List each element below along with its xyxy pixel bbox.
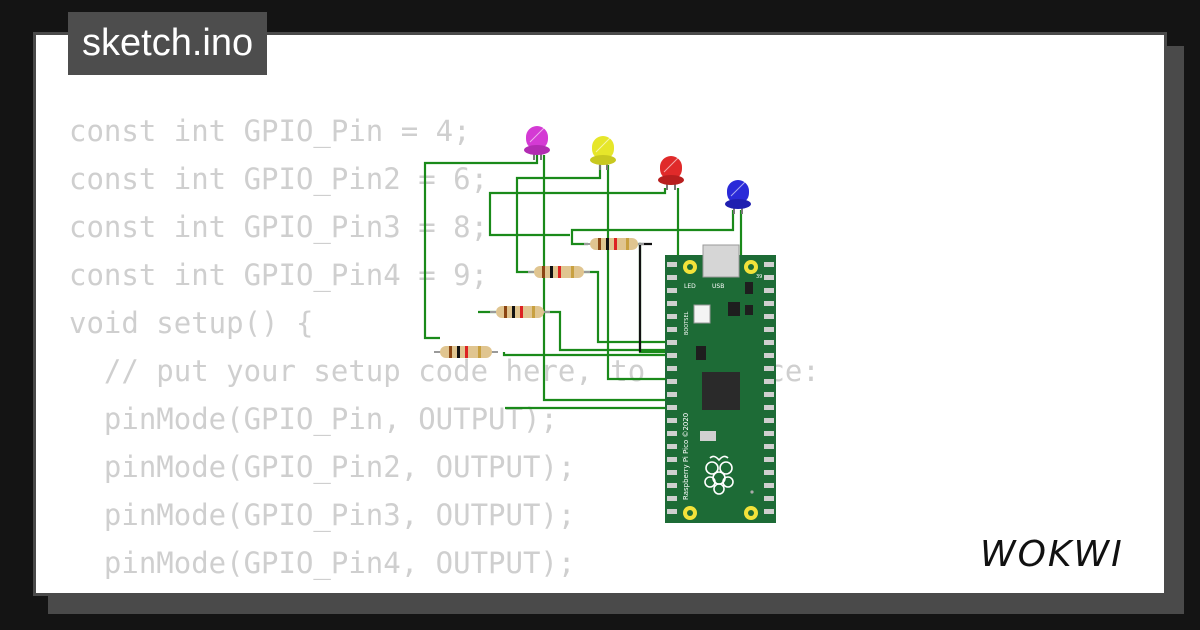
code-line: void setup() { — [69, 306, 314, 340]
wire — [502, 352, 670, 357]
wire — [632, 242, 669, 354]
resistor[interactable] — [528, 266, 590, 278]
rp2040-chip — [702, 372, 740, 410]
code-line: pinMode(GPIO_Pin4, OUTPUT); — [69, 546, 576, 580]
wokwi-logo: WOKWI — [980, 534, 1124, 574]
board-usb-label: USB — [712, 283, 724, 290]
wire — [488, 188, 667, 237]
resistor[interactable] — [490, 306, 550, 318]
led-red[interactable] — [658, 156, 684, 190]
wire — [606, 165, 669, 381]
code-line: const int GPIO_Pin = 4; — [69, 114, 471, 148]
wire — [584, 270, 669, 344]
resistor[interactable] — [584, 238, 644, 250]
code-editor: const int GPIO_Pin = 4; const int GPIO_Pi… — [69, 107, 820, 593]
bootsel-button[interactable] — [693, 304, 711, 324]
pin-header-right — [764, 262, 774, 514]
board-pin-label: 39 — [756, 274, 762, 280]
wire — [423, 155, 539, 340]
led-yellow[interactable] — [590, 136, 616, 170]
led-blue[interactable] — [725, 180, 751, 214]
wires — [423, 155, 760, 410]
board-model-text: Raspberry Pi Pico ©2020 — [682, 413, 690, 500]
pin-header-left — [667, 262, 677, 514]
wokwi-logo-text: WOKWI — [980, 534, 1124, 574]
code-line: pinMode(GPIO_Pin3, OUTPUT); — [69, 498, 576, 532]
resistor[interactable] — [434, 346, 498, 358]
code-line: const int GPIO_Pin2 = 6; — [69, 162, 489, 196]
led-magenta[interactable] — [524, 126, 550, 160]
wire — [570, 210, 735, 246]
file-tab-sketch[interactable]: sketch.ino — [68, 12, 268, 75]
pico-board[interactable]: LED USB 39 BOOTSEL Raspberry Pi Pico ©20… — [665, 244, 776, 523]
usb-connector — [702, 244, 740, 278]
code-line: const int GPIO_Pin4 = 9; — [69, 258, 489, 292]
preview-card: const int GPIO_Pin = 4; const int GPIO_Pi… — [33, 32, 1167, 596]
wire — [542, 155, 669, 402]
code-line: const int GPIO_Pin3 = 8; — [69, 210, 489, 244]
bootsel-label: BOOTSEL — [684, 311, 690, 335]
code-line: pinMode(GPIO_Pin, OUTPUT); — [69, 402, 558, 436]
raspberry-logo-icon — [704, 455, 734, 495]
wire — [515, 165, 602, 274]
wire-black — [638, 242, 652, 352]
code-line: pinMode(GPIO_Pin2, OUTPUT); — [69, 450, 576, 484]
wire — [544, 310, 670, 352]
board-led-label: LED — [684, 283, 696, 290]
